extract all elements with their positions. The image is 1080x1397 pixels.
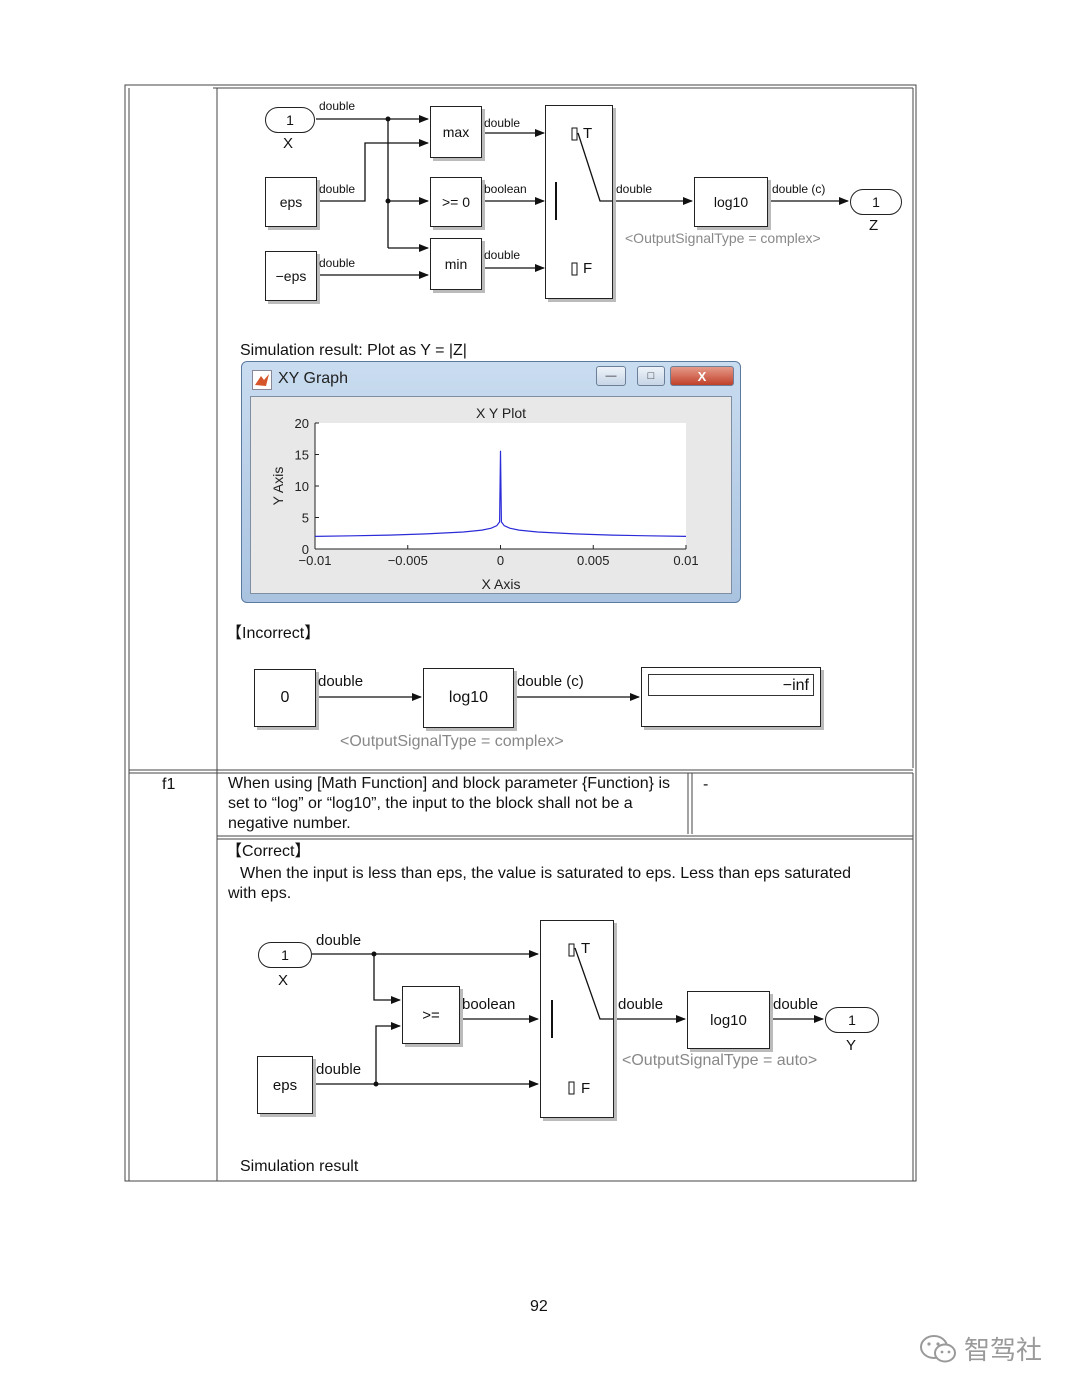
figure-area: −0.01 −0.005 0 0.005 0.01 0 5 10 15 20 X Y Plot X…	[250, 396, 732, 594]
correct-text: When the input is less than eps, the val…	[228, 865, 852, 902]
log10-block-incorrect[interactable]: log10	[423, 668, 514, 728]
signal-label: boolean	[484, 182, 527, 196]
x-tick-label: 0.01	[673, 553, 698, 568]
max-block[interactable]: max	[430, 106, 482, 158]
signal-label: double	[316, 932, 362, 949]
y-tick-label: 20	[295, 416, 309, 431]
y-tick-label: 5	[302, 511, 309, 526]
output-signal-type-note: <OutputSignalType = complex>	[625, 230, 821, 246]
x-tick-label: −0.01	[299, 553, 332, 568]
y-tick-label: 0	[302, 542, 309, 557]
top-diagram-wires	[316, 115, 849, 279]
signal-label: double	[616, 182, 653, 196]
watermark-text: 智驾社	[964, 1336, 1043, 1366]
signal-label: boolean	[462, 996, 516, 1013]
y-axis-label: Y Axis	[270, 467, 286, 506]
x-tick-label: 0	[497, 553, 504, 568]
wechat-icon	[920, 1334, 956, 1362]
input-port-x-label: X	[278, 972, 289, 989]
signal-label: double	[484, 248, 521, 262]
signal-label: double (c)	[772, 182, 826, 196]
signal-label: double	[319, 99, 356, 113]
signal-label: double	[773, 996, 819, 1013]
correct-simulation-caption: Simulation result	[240, 1158, 359, 1175]
watermark: 智驾社	[918, 1330, 1042, 1367]
rule-remark: -	[703, 776, 709, 793]
output-port-z-label: Z	[869, 217, 879, 234]
neg-eps-constant-block[interactable]: −eps	[265, 251, 317, 301]
minimize-button[interactable]: —	[596, 366, 626, 386]
output-port-y-label: Y	[846, 1037, 857, 1054]
eps-constant-block[interactable]: eps	[265, 177, 317, 227]
switch-true-port-label: T	[583, 125, 593, 142]
close-button[interactable]: X	[670, 366, 734, 386]
switch-false-port-label: F	[583, 260, 593, 277]
display-value-box: −inf	[648, 674, 814, 696]
switch-block[interactable]	[545, 105, 613, 299]
x-tick-label: −0.005	[388, 553, 428, 568]
plot-title: X Y Plot	[476, 405, 526, 421]
switch-true-port-label: T	[581, 940, 591, 957]
input-port-x[interactable]: 1	[258, 942, 312, 968]
signal-label: double	[316, 1061, 362, 1078]
output-signal-type-note: <OutputSignalType = complex>	[340, 733, 564, 750]
xy-plot: −0.01 −0.005 0 0.005 0.01 0 5 10 15 20 X Y Plot X…	[270, 405, 699, 592]
x-tick-label: 0.005	[577, 553, 610, 568]
output-port-y[interactable]: 1	[825, 1007, 879, 1033]
signal-label: double	[319, 182, 356, 196]
simulation-caption: Simulation result: Plot as Y = |Z|	[240, 342, 467, 359]
min-block[interactable]: min	[430, 238, 482, 290]
correct-diagram-wires	[312, 943, 824, 1095]
output-port-z[interactable]: 1	[850, 189, 902, 215]
log10-block[interactable]: log10	[694, 177, 768, 227]
input-port-x-label: X	[283, 135, 294, 152]
series-line	[314, 450, 687, 537]
compare-ge-zero-block[interactable]: >= 0	[430, 177, 482, 227]
signal-label: double	[318, 673, 364, 690]
display-block[interactable]: −inf	[641, 667, 821, 727]
rule-id: f1	[162, 776, 176, 793]
incorrect-diagram-wires	[316, 693, 640, 701]
rule-description: When using [Math Function] and block par…	[228, 775, 671, 832]
y-tick-label: 10	[295, 479, 309, 494]
zero-constant-block[interactable]: 0	[254, 669, 316, 727]
signal-label: double (c)	[517, 673, 584, 690]
relational-ge-block[interactable]: >=	[402, 986, 460, 1044]
matlab-logo-icon	[252, 370, 272, 390]
log10-block[interactable]: log10	[687, 991, 770, 1049]
input-port-x[interactable]: 1	[265, 107, 315, 133]
signal-label: double	[484, 116, 521, 130]
x-axis-label: X Axis	[482, 576, 521, 592]
y-tick-label: 15	[295, 448, 309, 463]
switch-false-port-label: F	[581, 1080, 591, 1097]
eps-constant-block[interactable]: eps	[257, 1056, 313, 1114]
output-signal-type-note: <OutputSignalType = auto>	[622, 1052, 818, 1069]
xy-graph-window[interactable]: XY Graph — □ X −0.01 −0.005 0 0.005 0.01 0 5 10…	[241, 361, 741, 603]
incorrect-heading: 【Incorrect】	[226, 625, 321, 642]
signal-label: double	[618, 996, 664, 1013]
correct-heading: 【Correct】	[226, 843, 311, 860]
page-number: 92	[530, 1298, 548, 1315]
signal-label: double	[319, 256, 356, 270]
maximize-button[interactable]: □	[637, 366, 665, 386]
window-title: XY Graph	[278, 370, 348, 387]
switch-block[interactable]	[540, 920, 614, 1118]
